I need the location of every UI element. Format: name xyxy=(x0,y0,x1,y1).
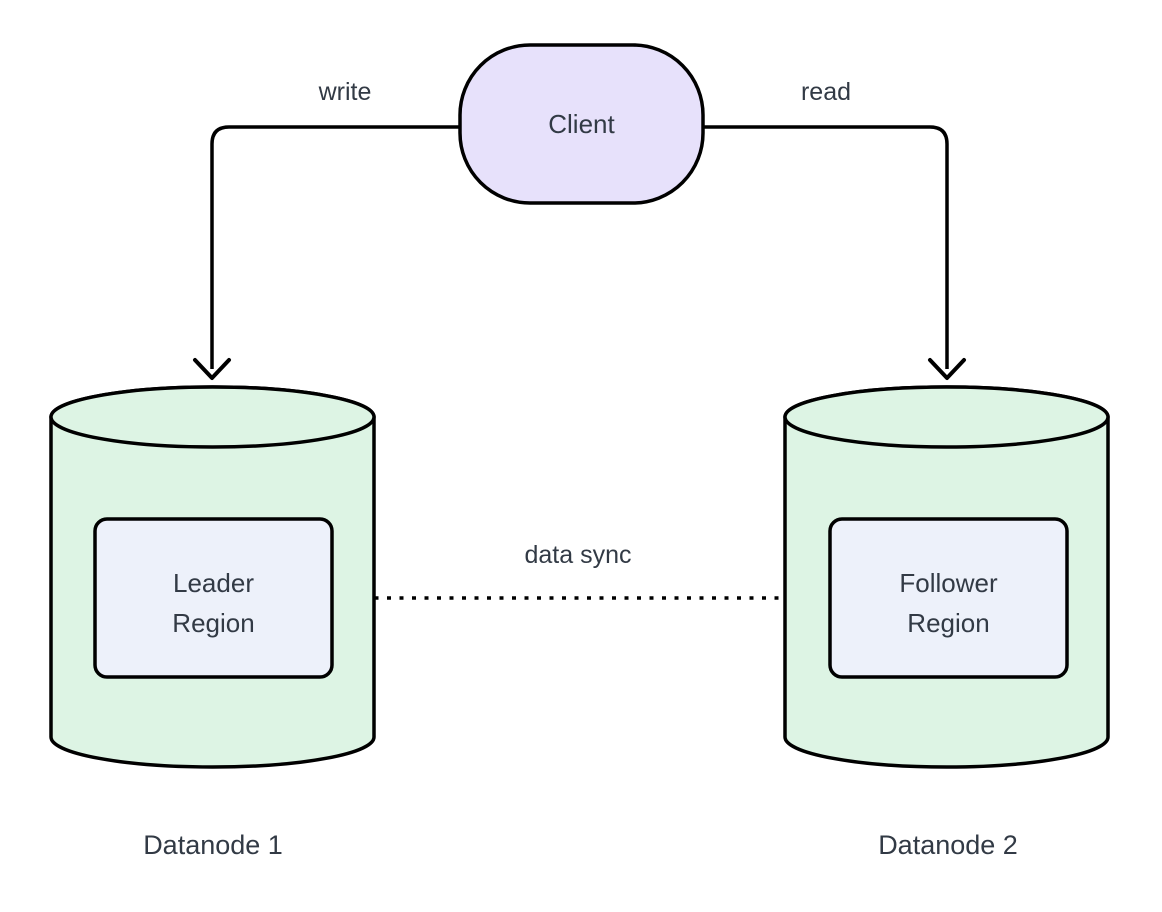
write-edge-line xyxy=(210,125,460,369)
datanode-2-cylinder-rim xyxy=(783,385,1110,449)
leader-region-box xyxy=(93,517,334,679)
leader-region-label-line2: Region xyxy=(172,608,254,638)
data-sync-edge-label: data sync xyxy=(524,541,631,569)
client-label: Client xyxy=(548,109,615,139)
datanode-1-caption: Datanode 1 xyxy=(143,830,283,860)
client-shape xyxy=(458,43,705,205)
datanode-2: Follower Region Datanode 2 xyxy=(783,385,1110,860)
data-sync-edge: data sync xyxy=(337,541,824,613)
datanode-1-cylinder-rim xyxy=(49,385,376,449)
leader-region-label-line1: Leader xyxy=(173,568,254,598)
read-edge-line xyxy=(703,125,949,369)
follower-region-label-line2: Region xyxy=(907,608,989,638)
client-node: Client xyxy=(458,43,705,205)
write-arrowhead xyxy=(193,358,231,380)
datanode-2-caption: Datanode 2 xyxy=(878,830,1018,860)
follower-region-box xyxy=(828,517,1069,679)
write-edge: write xyxy=(193,78,460,380)
read-edge-label: read xyxy=(801,78,851,106)
write-edge-label: write xyxy=(318,78,372,106)
read-edge: read xyxy=(703,78,966,380)
follower-region-label-line1: Follower xyxy=(899,568,998,598)
read-arrowhead xyxy=(928,358,966,380)
datanode-1: Leader Region Datanode 1 xyxy=(49,385,376,860)
